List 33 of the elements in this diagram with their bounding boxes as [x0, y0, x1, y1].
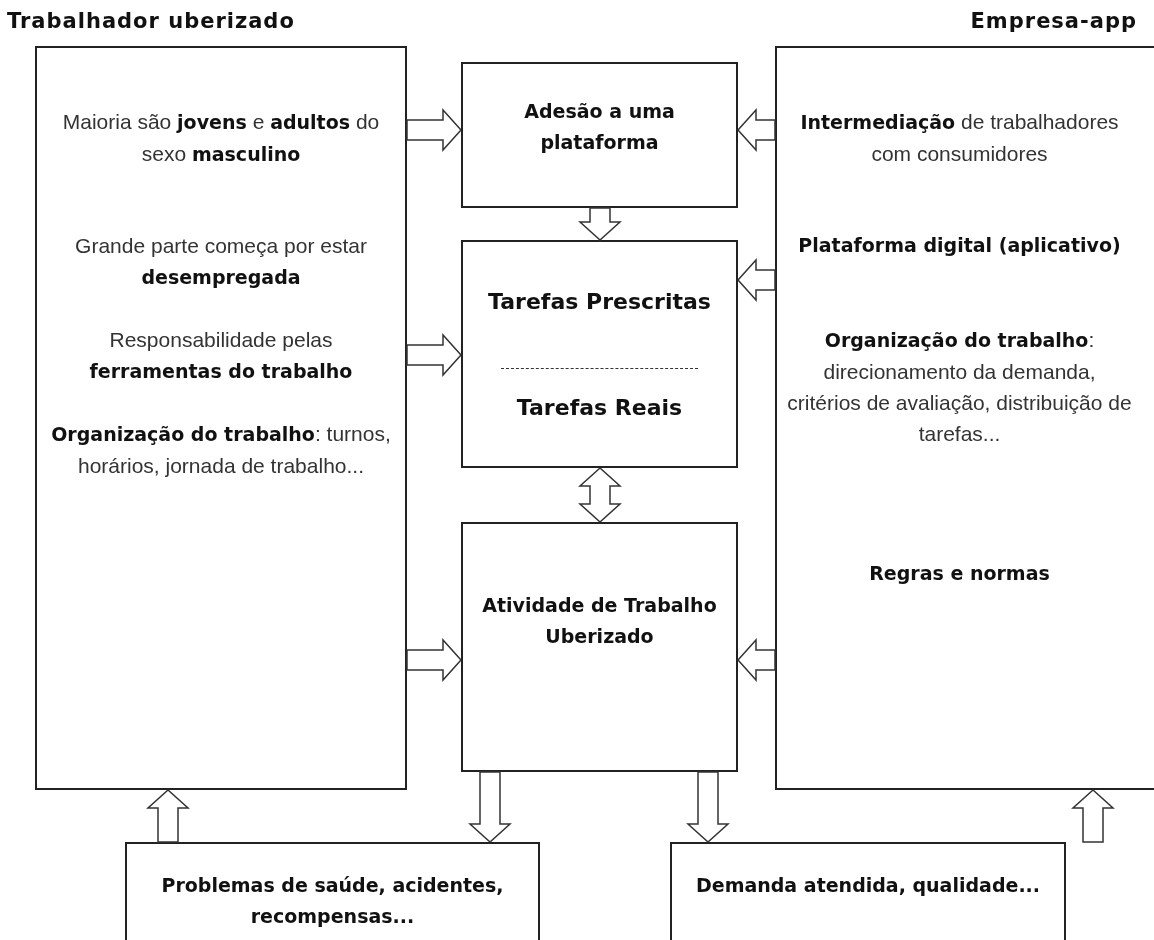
- text-box: [461, 240, 738, 468]
- text-box: [125, 842, 540, 940]
- heading: Empresa-app: [969, 8, 1137, 35]
- box-text: Regras e normas: [868, 561, 1051, 586]
- box-text: Adesão a uma plataforma: [523, 99, 676, 155]
- box-text: Grande parte começa por estar desempregada: [74, 233, 368, 290]
- block-arrow: [578, 467, 622, 523]
- box-text: Responsabilidade pelas ferramentas do trabalho: [88, 327, 354, 384]
- box-text: Intermediação de trabalhadores com consumidores: [799, 109, 1120, 167]
- block-arrow: [737, 108, 776, 152]
- block-arrow: [406, 108, 462, 152]
- block-arrow: [578, 207, 622, 241]
- text-box: [461, 522, 738, 772]
- box-text: Organização do trabalho: turnos, horários, jornada de trabalho...: [50, 421, 392, 479]
- box-text: Atividade de Trabalho Uberizado: [481, 593, 718, 649]
- box-text: Tarefas Prescritas: [487, 288, 712, 316]
- box-text: Problemas de saúde, acidentes, recompensas...: [160, 873, 505, 929]
- block-arrow: [737, 258, 776, 302]
- block-arrow: [468, 771, 512, 843]
- block-arrow: [1071, 789, 1115, 843]
- block-arrow: [406, 638, 462, 682]
- block-arrow: [146, 789, 190, 843]
- text-box: [670, 842, 1066, 940]
- box-text: Demanda atendida, qualidade...: [694, 873, 1042, 898]
- box-text: Plataforma digital (aplicativo): [797, 233, 1122, 258]
- box-text: Maioria são jovens e adultos do sexo masculino: [61, 109, 381, 167]
- box-text: Organização do trabalho: direcionamento da demanda, critérios de avaliação, distribuição de tarefas...: [786, 327, 1133, 447]
- box-text: Tarefas Reais: [515, 394, 684, 422]
- block-arrow: [406, 333, 462, 377]
- block-arrow: [737, 638, 776, 682]
- block-arrow: [686, 771, 730, 843]
- heading: Trabalhador uberizado: [7, 8, 296, 35]
- text-box: [461, 62, 738, 208]
